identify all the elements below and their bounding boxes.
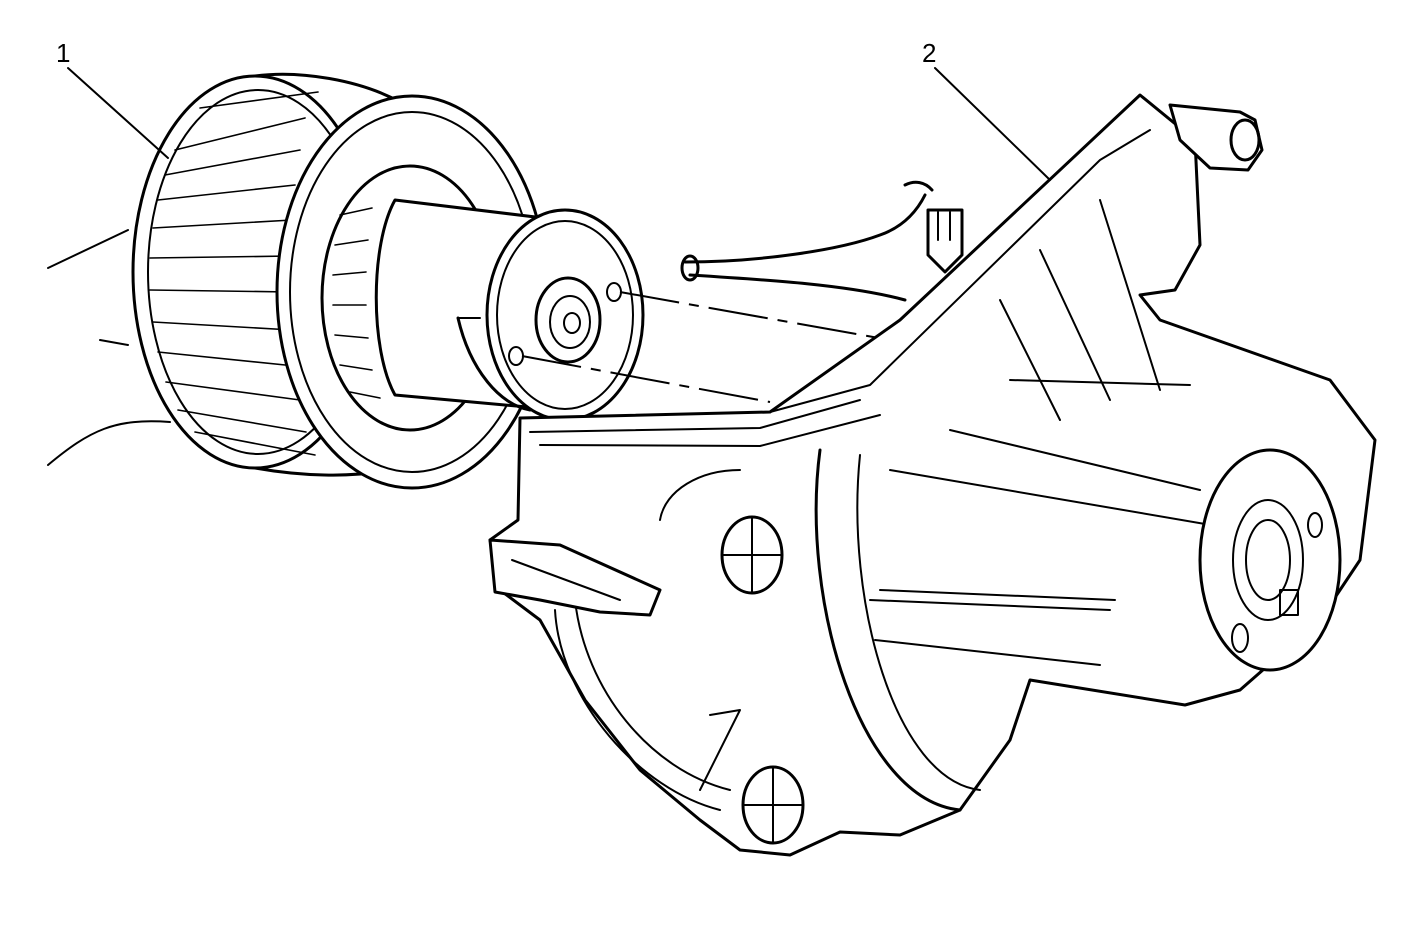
wiring-harness-icon [680,180,964,302]
callout-label-1: 1 [56,38,70,68]
blower-wheel-icon [47,72,645,490]
mounting-grommet-icon [741,765,805,845]
alignment-lines [521,291,891,403]
callout-1: 1 [56,38,169,159]
callout-label-2: 2 [922,38,936,68]
callout-2: 2 [922,38,1051,181]
blower-motor-housing-icon [488,93,1377,857]
mounting-grommet-icon [720,515,784,595]
